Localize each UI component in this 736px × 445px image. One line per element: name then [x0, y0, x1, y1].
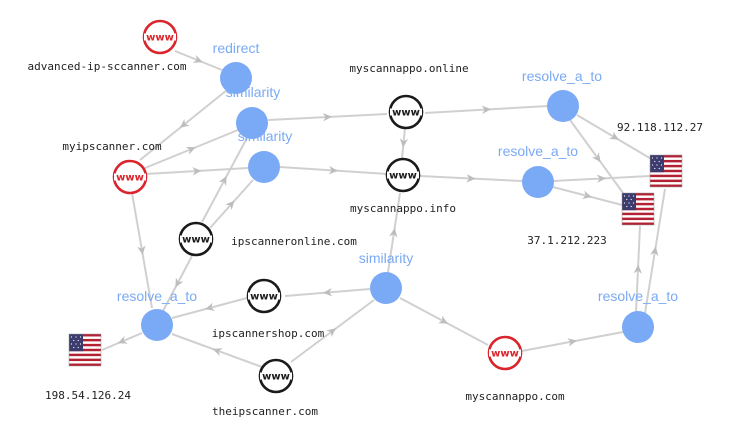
arrowhead — [137, 245, 146, 255]
resolve-node-4[interactable] — [622, 311, 654, 343]
us-flag-icon[interactable] — [621, 192, 655, 226]
arrowhead — [567, 338, 577, 347]
resolve-label-2: resolve_a_to — [498, 143, 578, 159]
similarity-label-3: similarity — [359, 250, 413, 266]
resolve-label-4: resolve_a_to — [598, 288, 678, 304]
similarity-node-2[interactable] — [248, 151, 280, 183]
redirect-label: redirect — [213, 40, 260, 56]
resolve-node-2[interactable] — [522, 166, 554, 198]
arrowhead — [117, 335, 128, 344]
arrowhead — [175, 277, 184, 288]
www-globe-black-icon[interactable] — [390, 96, 422, 128]
www-globe-red-icon[interactable] — [489, 337, 521, 369]
arrowheads — [117, 54, 659, 356]
ip-label-198-54-126-24: 198.54.126.24 — [45, 389, 131, 402]
arrowhead — [389, 228, 398, 238]
domain-label-myscannappo-com: myscannappo.com — [465, 390, 565, 403]
similarity-node-1[interactable] — [236, 107, 268, 139]
arrowhead — [185, 146, 196, 155]
relation-labels: redirect similarity similarity similarit… — [117, 40, 678, 304]
arrowhead — [608, 131, 619, 140]
us-flag-icon[interactable] — [68, 333, 102, 367]
www-globe-black-icon[interactable] — [387, 159, 419, 191]
redirect-node[interactable] — [220, 62, 252, 94]
arrowhead — [466, 174, 476, 183]
domain-label-myscannappo-info: myscannappo.info — [350, 202, 456, 215]
arrowhead — [481, 105, 491, 114]
ip-label-37-1-212-223: 37.1.212.223 — [527, 234, 606, 247]
arrowhead — [218, 176, 227, 186]
www-globe-black-icon[interactable] — [260, 360, 292, 392]
arrowhead — [323, 287, 333, 297]
arrowhead — [205, 302, 215, 311]
arrowhead — [326, 328, 337, 338]
arrowhead — [192, 167, 202, 176]
domain-label-ipscannershop: ipscannershop.com — [212, 327, 325, 340]
similarity-node-3[interactable] — [370, 272, 402, 304]
arrowhead — [633, 264, 642, 274]
arrowhead — [438, 315, 448, 324]
www-globe-red-icon[interactable] — [114, 161, 146, 193]
arrowhead — [328, 166, 338, 175]
resolve-node-3[interactable] — [141, 309, 173, 341]
resolve-node-1[interactable] — [547, 90, 579, 122]
domain-label-advanced-ip-sccanner: advanced-ip-sccanner.com — [28, 60, 187, 73]
similarity-label-2: similarity — [238, 128, 292, 144]
domain-label-theipscanner: theipscanner.com — [212, 405, 318, 418]
arrowhead — [591, 152, 601, 163]
www-globe-red-icon[interactable] — [144, 21, 176, 53]
resolve-label-1: resolve_a_to — [522, 68, 602, 84]
arrowhead — [225, 200, 235, 211]
relation-nodes — [141, 62, 654, 343]
arrowhead — [399, 138, 409, 148]
arrowhead — [650, 246, 659, 257]
us-flag-icon[interactable] — [649, 154, 683, 188]
arrowhead — [322, 113, 332, 122]
node-labels: advanced-ip-sccanner.com myipscanner.com… — [28, 60, 704, 418]
www-globe-black-icon[interactable] — [180, 223, 212, 255]
www-globe-black-icon[interactable] — [248, 280, 280, 312]
similarity-label-1: similarity — [226, 84, 280, 100]
arrowhead — [212, 348, 223, 356]
arrowhead — [192, 54, 203, 63]
ip-label-92-118-112-27: 92.118.112.27 — [617, 121, 703, 134]
arrowhead — [179, 118, 190, 128]
arrowhead — [582, 190, 592, 199]
resolve-label-3: resolve_a_to — [117, 288, 197, 304]
domain-label-myscannappo-online: myscannappo.online — [349, 62, 468, 75]
domain-label-ipscanneronline: ipscanneronline.com — [231, 235, 357, 248]
arrowhead — [596, 174, 606, 183]
domain-label-myipscanner: myipscanner.com — [62, 140, 162, 153]
